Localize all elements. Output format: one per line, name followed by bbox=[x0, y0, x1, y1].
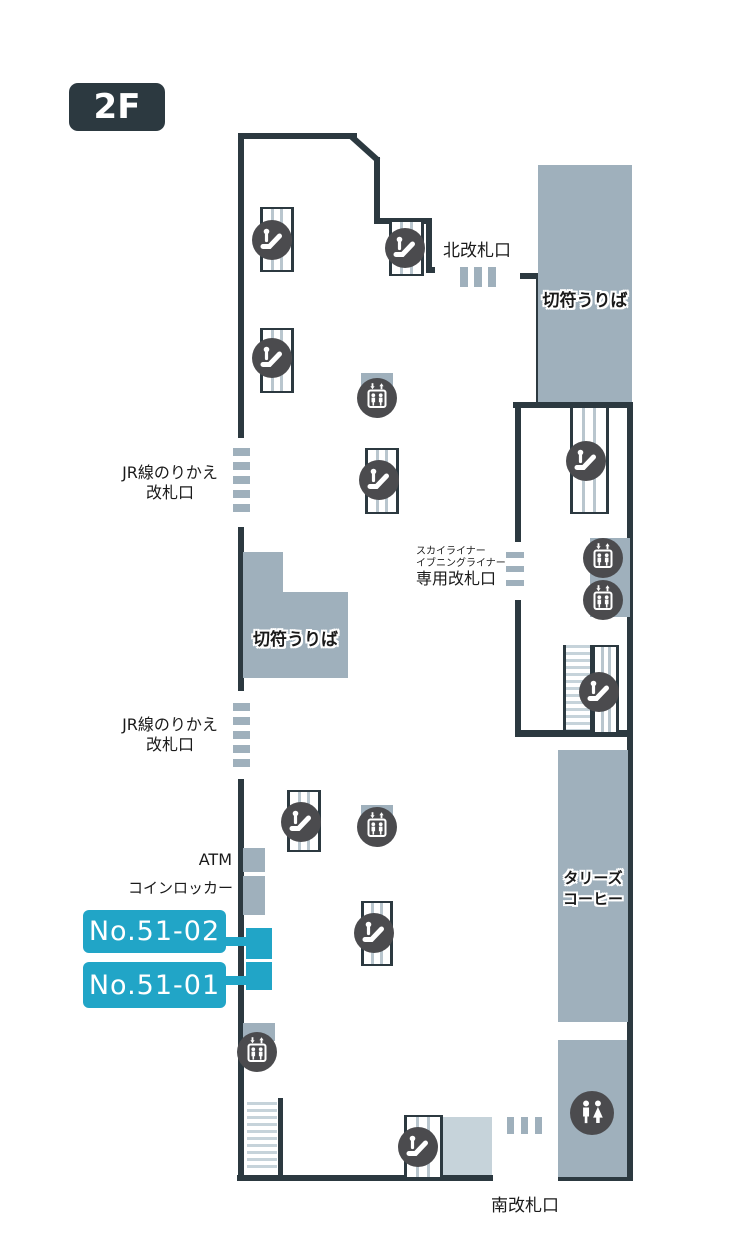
jr-transfer-gate2-label: JR線のりかえ 改札口 bbox=[112, 715, 228, 755]
skyliner-line2: イブニングライナー bbox=[416, 558, 506, 569]
elevator-icon bbox=[237, 1032, 277, 1072]
wall-top bbox=[240, 133, 357, 139]
escalator-icon bbox=[579, 672, 619, 712]
coin-locker-area bbox=[243, 876, 265, 915]
coin-locker-label: コインロッカー bbox=[127, 879, 233, 897]
tullys-line2: コーヒー bbox=[562, 890, 623, 908]
wall-left-upper bbox=[238, 133, 244, 438]
jr-transfer-line2: 改札口 bbox=[145, 483, 194, 502]
floor-label: 2F bbox=[93, 87, 141, 127]
skyliner-gate-label: スカイライナー イブニングライナー 専用改札口 bbox=[416, 546, 506, 588]
jr-gate2-dash bbox=[233, 703, 250, 711]
tullys-line1: タリーズ bbox=[563, 869, 623, 887]
north-gate-bar bbox=[474, 267, 482, 287]
skyliner-line1: スカイライナー bbox=[416, 546, 486, 557]
elevator-icon bbox=[583, 580, 623, 620]
jr-gate1-dash bbox=[233, 504, 250, 512]
ticket-office-area-mid-upper bbox=[243, 552, 283, 592]
skyliner-gate-bar bbox=[506, 580, 524, 586]
wall-skyliner-bottom bbox=[515, 730, 633, 737]
jr-gate2-dash bbox=[233, 731, 250, 739]
atm-label: ATM bbox=[198, 850, 232, 869]
wall-right bbox=[627, 402, 633, 1181]
wall-north-step-v2 bbox=[426, 218, 432, 273]
skyliner-gate-bar bbox=[506, 552, 524, 558]
sign-51-02-label: No.51-02 bbox=[83, 910, 226, 953]
south-gate-bar bbox=[521, 1117, 528, 1134]
sign-51-02-location bbox=[246, 928, 272, 959]
escalator-icon bbox=[252, 338, 292, 378]
wall-north-gate-right-stub bbox=[520, 273, 542, 279]
wall-bottom-right bbox=[558, 1175, 633, 1181]
atm-area bbox=[243, 848, 265, 872]
ticket-office-label-north: 切符うりば bbox=[542, 291, 628, 311]
wall-north-gate-left-stub bbox=[426, 267, 435, 273]
jr-gate1-dash bbox=[233, 476, 250, 484]
escalator-icon bbox=[252, 220, 292, 260]
jr-gate2-dash bbox=[233, 717, 250, 725]
sign-51-01-location bbox=[246, 962, 272, 990]
wall-north-step-v1 bbox=[374, 157, 380, 224]
escalator-icon bbox=[566, 441, 606, 481]
sign-51-01-label: No.51-01 bbox=[83, 962, 226, 1008]
elevator-icon bbox=[357, 378, 397, 418]
ticket-office-area-mid bbox=[243, 592, 348, 678]
wall-skyliner-left-upper bbox=[515, 402, 521, 542]
stairs bbox=[247, 1102, 277, 1170]
elevator-icon bbox=[357, 807, 397, 847]
escalator-icon bbox=[359, 460, 399, 500]
north-gate-label: 北改札口 bbox=[443, 241, 511, 261]
jr-gate1-dash bbox=[233, 448, 250, 456]
jr-transfer-line2: 改札口 bbox=[145, 735, 194, 754]
ticket-office-label-mid: 切符うりば bbox=[253, 630, 338, 650]
escalator-icon bbox=[354, 913, 394, 953]
wall-bottom bbox=[237, 1175, 493, 1181]
north-gate-bar bbox=[488, 267, 496, 287]
skyliner-line3: 専用改札口 bbox=[416, 569, 497, 588]
floor-badge: 2F bbox=[69, 83, 165, 131]
south-gate-bar bbox=[535, 1117, 542, 1134]
north-gate-bar bbox=[460, 267, 468, 287]
south-escalator-landing bbox=[437, 1117, 492, 1175]
south-gate-label: 南改札口 bbox=[491, 1196, 559, 1216]
wall-skyliner-left-lower bbox=[515, 600, 521, 737]
sign-51-01-connector bbox=[226, 976, 246, 985]
skyliner-gate-bar bbox=[506, 566, 524, 572]
escalator-icon bbox=[385, 228, 425, 268]
wall-left-middle bbox=[238, 527, 244, 691]
jr-transfer-line1: JR線のりかえ bbox=[122, 463, 218, 482]
tullys-coffee-area bbox=[558, 750, 628, 1022]
jr-gate2-dash bbox=[233, 759, 250, 767]
escalator-icon bbox=[398, 1127, 438, 1167]
sign-51-01-text: No.51-01 bbox=[88, 969, 221, 1001]
ticket-office-area-north bbox=[538, 165, 632, 402]
jr-gate2-dash bbox=[233, 745, 250, 753]
jr-gate1-dash bbox=[233, 490, 250, 498]
wall-skyliner-top bbox=[513, 402, 633, 408]
jr-transfer-line1: JR線のりかえ bbox=[122, 715, 218, 734]
escalator-icon bbox=[281, 802, 321, 842]
jr-transfer-gate1-label: JR線のりかえ 改札口 bbox=[112, 463, 228, 503]
wall-stairs-rail bbox=[278, 1098, 283, 1175]
sign-51-02-text: No.51-02 bbox=[88, 916, 221, 947]
south-gate-bar bbox=[507, 1117, 514, 1134]
restroom-icon bbox=[570, 1091, 614, 1135]
tullys-coffee-label: タリーズ コーヒー bbox=[556, 868, 630, 910]
jr-gate1-dash bbox=[233, 462, 250, 470]
sign-51-02-connector bbox=[226, 937, 246, 946]
elevator-icon bbox=[583, 538, 623, 578]
